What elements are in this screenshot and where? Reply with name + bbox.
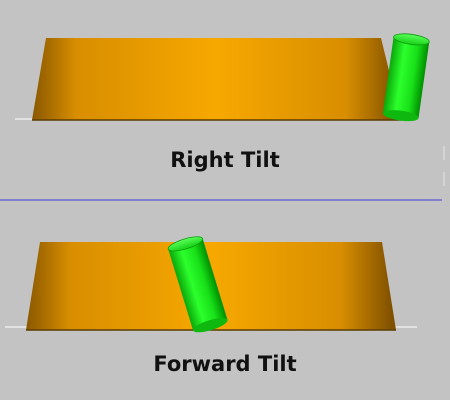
cylinder-bottom <box>382 110 419 122</box>
cylinder-body <box>168 238 228 331</box>
cylinder <box>167 236 228 333</box>
right-tilt-caption: Right Tilt <box>170 148 280 172</box>
cylinder-top <box>393 33 430 46</box>
cylinder-top <box>167 236 204 252</box>
slab <box>32 38 401 120</box>
cylinder-bottom <box>193 318 228 333</box>
forward-tilt-caption: Forward Tilt <box>153 352 297 376</box>
forward-tilt-panel <box>5 236 417 333</box>
cylinder-body <box>382 36 430 119</box>
right-tilt-panel <box>15 33 430 122</box>
cylinder <box>382 33 430 122</box>
